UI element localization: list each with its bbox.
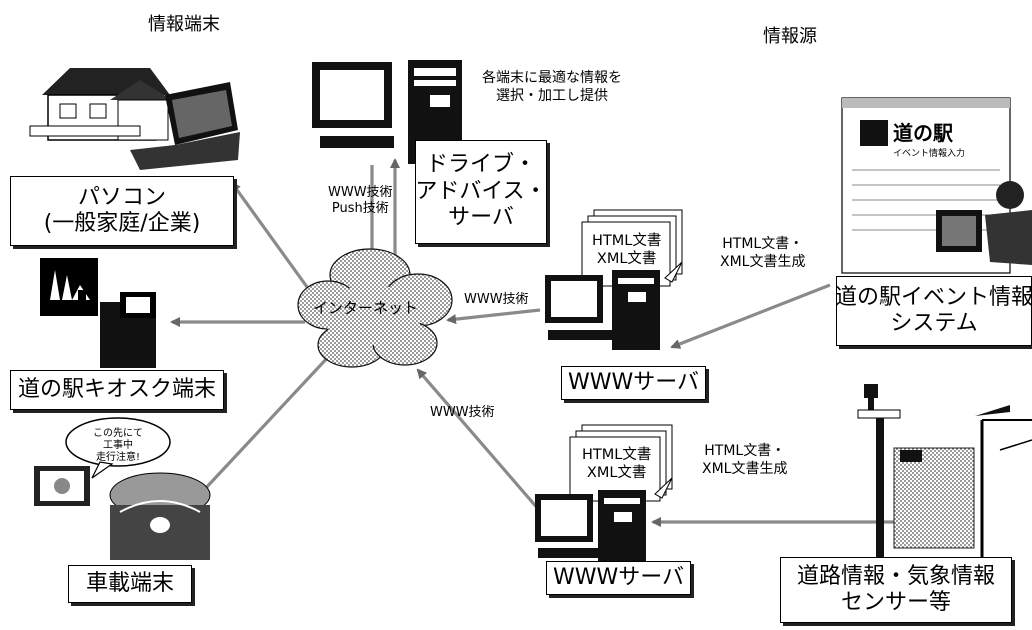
www-tech-label-2: WWW技術 [430,405,495,420]
drive-advice-server-box: ドライブ・ アドバイス・ サーバ [415,140,547,244]
kiosk-terminal-box: 道の駅キオスク端末 [10,370,224,410]
pc-terminal-sublabel: (一般家庭/企業) [43,211,201,236]
car-terminal-box: 車載端末 [68,565,192,603]
push-tech-label: Push技術 [331,201,389,217]
www-tech-label-top: WWW技術 [328,185,393,200]
arrow-to-pc [230,181,322,306]
arrow-www1-to-internet [446,308,541,325]
www-push-tech-label: WWW技術 Push技術 [328,185,393,218]
internet-label: インターネット [313,299,419,317]
optimal-info-line-2: 選択・加工し提供 [496,87,608,104]
kiosk-icon [40,258,156,368]
laptop-icon [130,82,240,170]
doc-generation-1-line-2: XML文書生成 [720,253,806,270]
bubble-text-3: 走行注意! [96,450,140,463]
www-server-1-label: WWWサーバ [567,369,700,395]
sensor-box: 道路情報・気象情報 センサー等 [780,557,1012,623]
sensor-label-2: センサー等 [840,590,951,615]
www-server-2-doc-labels: HTML文書 XML文書 [582,446,651,482]
event-info-system-box: 道の駅イベント情報 システム [835,276,1032,346]
xml-doc-label-2: XML文書 [586,465,647,482]
terminals-heading: 情報端末 [148,14,220,35]
pc-terminal-label: パソコン [77,184,166,210]
www-server-2-box: WWWサーバ [546,561,691,595]
doc-generation-label-2: HTML文書・ XML文書生成 [702,443,787,478]
www-tech-label-1: WWW技術 [464,292,529,307]
www-server-1-box: WWWサーバ [561,366,706,400]
sensor-label-1: 道路情報・気象情報 [796,563,995,589]
event-info-system-label-2: システム [890,311,978,336]
warning-speech-bubble [65,417,171,479]
drive-advice-label-2: アドバイス・ [415,178,547,204]
pc-terminal-box: パソコン (一般家庭/企業) [10,176,234,246]
www-server-1-computer-icon [545,270,660,350]
www-server-1-doc-labels: HTML文書 XML文書 [592,232,661,268]
event-input-screen-icon [841,97,1011,274]
doc-generation-1-line-1: HTML文書・ [722,236,804,252]
www-server-2-computer-icon [535,490,646,572]
car-terminal-label: 車載端末 [85,570,174,596]
html-doc-label-1: HTML文書 [592,233,662,249]
doc-generation-label-1: HTML文書・ XML文書生成 [720,236,805,271]
arrow-to-car [188,353,332,507]
operator-person-icon [936,181,1032,265]
event-screen-subtitle: イベント情報入力 [893,147,965,159]
sources-heading: 情報源 [763,26,817,47]
optimal-info-caption: 各端末に最適な情報を 選択・加工し提供 [482,70,622,105]
www-server-2-label: WWWサーバ [552,564,685,590]
optimal-info-line-1: 各端末に最適な情報を [482,70,622,86]
drive-advice-label-1: ドライブ・ [425,152,536,178]
xml-doc-label-1: XML文書 [596,251,657,268]
doc-generation-2-line-2: XML文書生成 [702,460,788,477]
www-server-2-docs-icon [569,424,673,502]
event-screen-title: 道の駅 [893,121,953,145]
event-info-system-label-1: 道の駅イベント情報 [835,284,1032,310]
car-terminal-icon [34,466,211,560]
bubble-text-2: 工事中 [103,438,133,451]
arrow-event-to-www1 [670,283,831,349]
drive-advice-server-monitor-icon [312,62,394,148]
doc-generation-2-line-1: HTML文書・ [704,443,786,459]
bubble-text-1: この先にて [93,427,143,439]
internet-cloud [297,248,453,368]
house-icon [29,68,172,141]
html-doc-label-2: HTML文書 [582,447,652,463]
drive-advice-label-3: サーバ [448,205,514,231]
sensor-equipment-icon [857,384,1032,560]
kiosk-terminal-label: 道の駅キオスク端末 [17,376,216,402]
